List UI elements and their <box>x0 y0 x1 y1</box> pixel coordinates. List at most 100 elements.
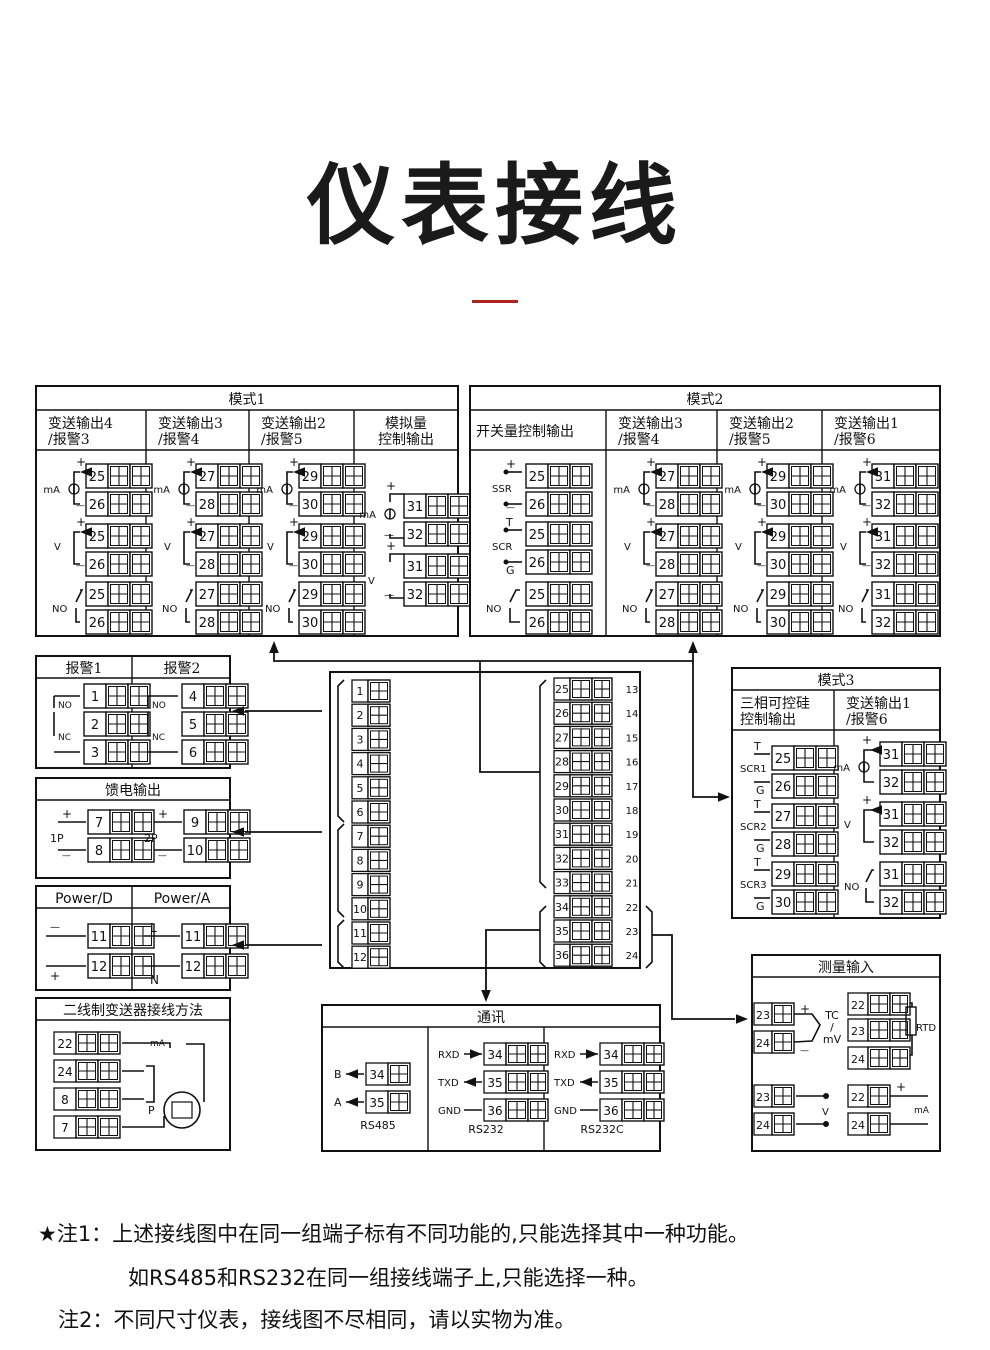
terminal-screw-icon <box>239 491 263 517</box>
terminal-screw-icon <box>923 861 947 887</box>
terminal-screw-icon <box>547 521 571 547</box>
terminal-number: 26 <box>89 616 106 631</box>
arrow-head <box>866 467 878 477</box>
terminal-screw-icon <box>129 491 153 517</box>
terminal-number: 26 <box>529 498 546 513</box>
terminal-number: 17 <box>626 782 639 793</box>
terminal-screw-icon <box>569 822 593 846</box>
minus-label: — <box>62 851 71 861</box>
relay-contact <box>75 608 80 623</box>
terminal-number: 28 <box>659 498 676 513</box>
terminal-screw-icon <box>643 1098 665 1122</box>
relay-contact <box>861 608 866 623</box>
minus-label: — <box>862 501 871 511</box>
terminal-number: 30 <box>302 616 319 631</box>
terminal-number: 3 <box>91 746 99 761</box>
terminal-number: 36 <box>487 1104 502 1118</box>
twowire-title: 二线制变送器接线方法 <box>63 1002 203 1019</box>
terminal-screw-icon <box>217 551 241 577</box>
terminal-number: 21 <box>626 879 639 890</box>
terminal-number: 23 <box>756 1009 770 1022</box>
mode1-title: 模式1 <box>229 392 266 408</box>
terminal-number: 7 <box>357 830 364 843</box>
terminal-screw-icon <box>889 1018 911 1042</box>
arrow-head <box>232 827 244 837</box>
terminal-number: 1 <box>91 690 99 705</box>
terminal-number: 33 <box>555 877 569 890</box>
minus-label: — <box>862 561 871 571</box>
no-label: NO <box>58 701 72 711</box>
bracket <box>337 679 345 823</box>
terminal-screw-icon <box>97 1031 121 1055</box>
scr-g-label: G <box>756 784 765 797</box>
rtd-label: RTD <box>916 1023 936 1034</box>
terminal-number: 27 <box>199 588 216 603</box>
terminal-screw-icon <box>367 824 391 848</box>
terminal-screw-icon <box>771 1084 795 1108</box>
terminal-dot <box>503 527 509 533</box>
terminal-screw-icon <box>591 774 613 798</box>
scr-t-label: T <box>505 516 513 529</box>
terminal-number: 25 <box>529 588 546 603</box>
bracket <box>539 905 547 969</box>
terminal-screw-icon <box>105 739 129 765</box>
terminal-number: 4 <box>189 690 197 705</box>
feed-port-label: 1P <box>50 832 64 845</box>
mode1-header: 控制输出 <box>378 432 434 448</box>
terminal-screw-icon <box>901 861 925 887</box>
terminal-screw-icon <box>367 848 391 873</box>
rs485-label: RS485 <box>360 1119 396 1132</box>
terminal-number: 25 <box>555 683 569 696</box>
terminal-screw-icon <box>771 1112 795 1136</box>
mode3-header: 三相可控硅 <box>740 696 810 712</box>
plus-label: + <box>757 455 767 469</box>
terminal-number: 16 <box>626 758 639 769</box>
relay-contact <box>185 589 194 603</box>
rs232-label: RS232 <box>468 1123 504 1136</box>
mode3-header: 控制输出 <box>740 712 796 728</box>
alarm2-header: 报警2 <box>164 661 201 677</box>
terminal-screw-icon <box>342 463 366 489</box>
terminal-screw-icon <box>569 870 593 895</box>
terminal-number: 26 <box>89 558 106 573</box>
terminal-number: 2 <box>91 718 99 733</box>
plus-label: + <box>289 455 299 469</box>
terminal-number: 25 <box>89 588 106 603</box>
terminal-screw-icon <box>342 581 366 607</box>
terminal-screw-icon <box>109 809 133 835</box>
wire <box>146 1065 155 1103</box>
arrow-head <box>650 527 662 537</box>
terminal-screw-icon <box>107 609 131 635</box>
terminal-screw-icon <box>621 1098 645 1122</box>
ma-label: mA <box>833 763 850 774</box>
tc-label: TC <box>824 1009 839 1022</box>
terminal-screw-icon <box>320 581 344 607</box>
terminal-screw-icon <box>788 491 812 517</box>
wire <box>389 594 404 599</box>
scr-t-label: T <box>753 740 761 753</box>
terminal-screw-icon <box>217 581 241 607</box>
terminal-number: 24 <box>57 1065 72 1079</box>
terminal-screw-icon <box>569 677 593 701</box>
terminal-screw-icon <box>425 553 449 579</box>
terminal-screw-icon <box>788 581 812 607</box>
terminal-number: 7 <box>61 1121 69 1135</box>
terminal-screw-icon <box>569 521 593 547</box>
scr-label: SCR <box>492 542 512 553</box>
minus-label: — <box>76 501 85 511</box>
ma-label: mA <box>153 485 170 496</box>
scr-label: SCR1 <box>740 764 767 775</box>
terminal-screw-icon <box>203 683 227 709</box>
terminal-number: 7 <box>95 816 103 831</box>
terminal-screw-icon <box>569 491 593 517</box>
terminal-screw-icon <box>591 749 613 774</box>
terminal-number: 15 <box>626 733 639 744</box>
terminal-screw-icon <box>75 1115 99 1139</box>
arrow-head <box>470 1049 482 1059</box>
terminal-screw-icon <box>107 581 131 607</box>
terminal-screw-icon <box>225 683 249 709</box>
terminal-number: 30 <box>770 616 787 631</box>
terminal-screw-icon <box>367 679 391 703</box>
terminal-screw-icon <box>239 463 263 489</box>
